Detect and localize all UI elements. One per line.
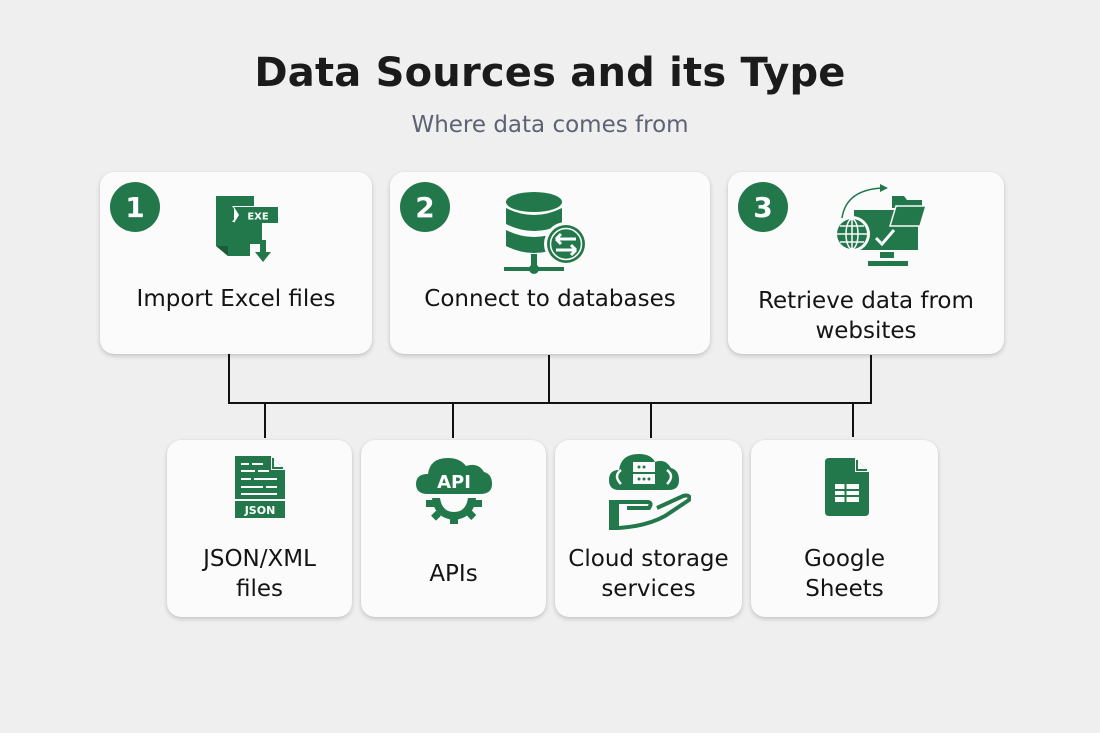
card-connect-databases[interactable]: 2 Connect to databases — [390, 172, 710, 354]
card-label: Import Excel files — [136, 286, 336, 312]
web-globe-monitor-icon — [834, 184, 928, 266]
card-label-line1: Google — [803, 546, 886, 572]
card-label-line2: services — [601, 576, 696, 602]
icon-text: EXE — [247, 212, 269, 223]
step-badge-2: 2 — [400, 182, 450, 232]
excel-file-download-icon: EXE — [216, 196, 278, 262]
api-cloud-gear-icon: API — [416, 458, 492, 524]
card-retrieve-websites[interactable]: 3 Retrieve data from websites — [728, 172, 1004, 354]
card-import-excel[interactable]: 1 EXE Import Excel files — [100, 172, 372, 354]
card-label-line2: files — [235, 576, 283, 602]
card-json-xml[interactable]: JSON JSON/XML files — [167, 440, 352, 617]
json-file-icon: JSON — [235, 456, 285, 518]
page-subtitle: Where data comes from — [411, 112, 689, 138]
card-label: APIs — [429, 561, 478, 587]
card-label: Connect to databases — [424, 286, 676, 312]
card-label-line1: JSON/XML — [203, 546, 316, 572]
step-badge-3: 3 — [738, 182, 788, 232]
google-sheets-icon — [825, 458, 869, 516]
card-google-sheets[interactable]: Google Sheets — [751, 440, 938, 617]
card-apis[interactable]: API APIs — [361, 440, 546, 617]
database-sync-icon — [504, 192, 588, 274]
card-label-line2: Sheets — [805, 576, 884, 602]
card-label-line2: websites — [815, 318, 917, 344]
card-label-line1: Retrieve data from — [758, 288, 974, 314]
card-label-line1: Cloud storage — [568, 546, 729, 572]
page-title: Data Sources and its Type — [254, 50, 846, 96]
step-badge-1: 1 — [110, 182, 160, 232]
icon-text: JSON — [244, 504, 276, 517]
cloud-storage-hand-icon — [609, 454, 691, 530]
card-cloud-storage[interactable]: Cloud storage services — [555, 440, 742, 617]
icon-text: API — [437, 472, 471, 493]
